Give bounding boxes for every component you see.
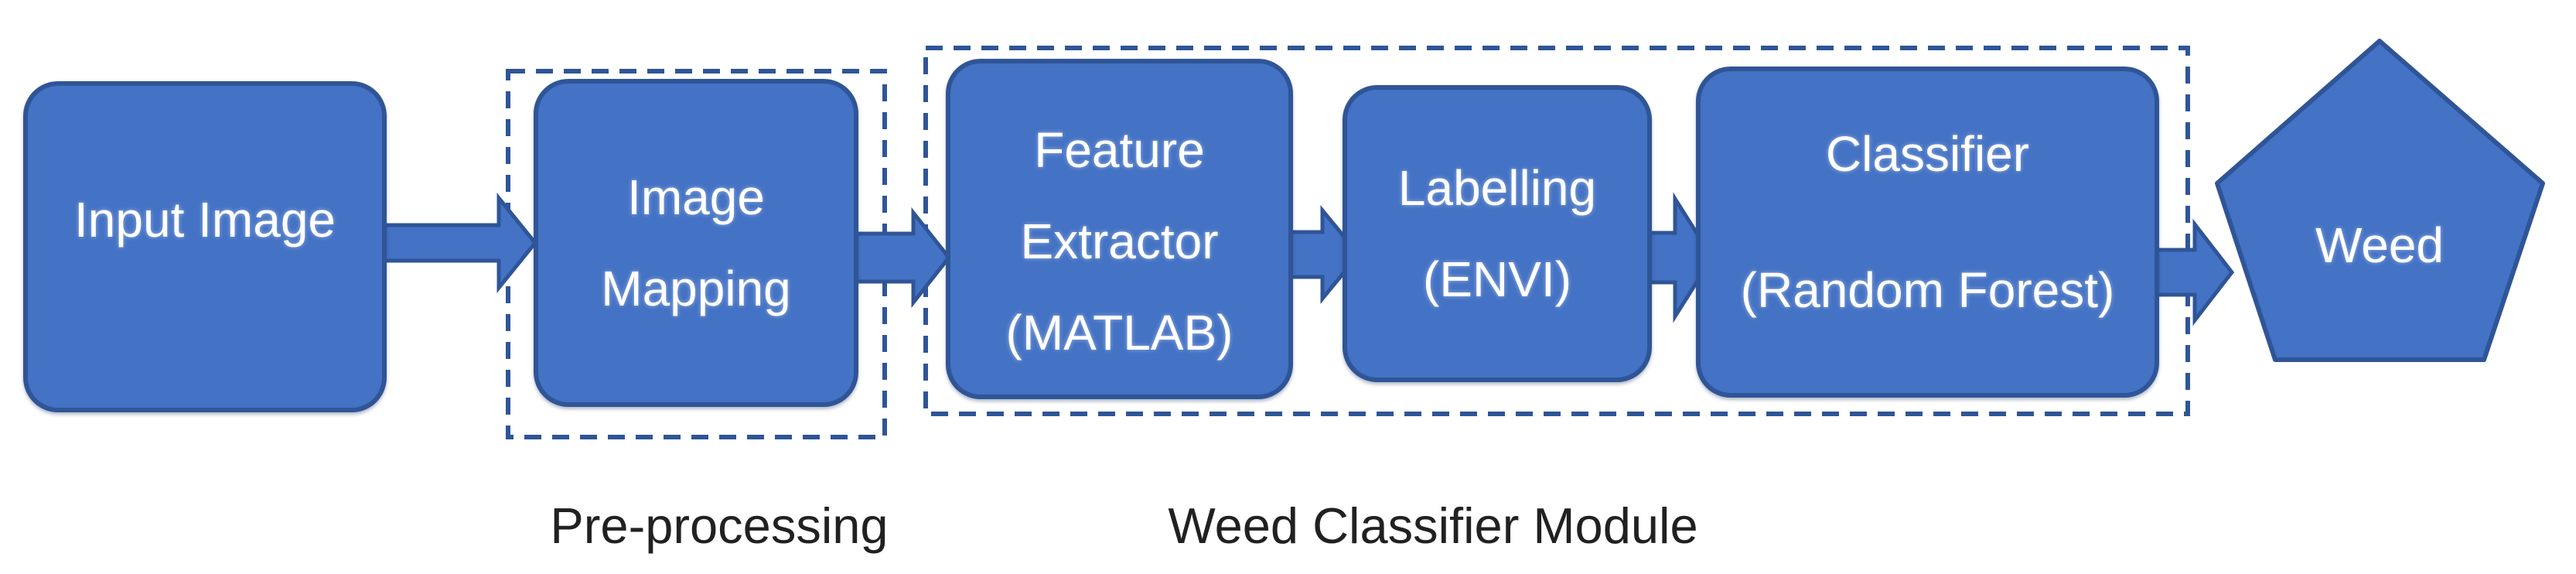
node-label: (MATLAB): [1005, 305, 1233, 360]
weed-pentagon-shape: [2215, 39, 2545, 362]
node-text: Feature Extractor (MATLAB): [1006, 80, 1233, 378]
node-label: Labelling: [1397, 160, 1597, 216]
arrow-mapping-to-extractor: [853, 207, 952, 309]
node-input-image: Input Image: [23, 81, 387, 412]
node-label: Input Image: [74, 192, 336, 248]
node-classifier: Classifier (Random Forest): [1696, 67, 2159, 398]
arrow-extractor-to-labelling: [1288, 205, 1362, 304]
node-label: Mapping: [601, 261, 791, 316]
node-label: (Random Forest): [1740, 262, 2115, 318]
arrow-labelling-to-classifier: [1646, 192, 1714, 323]
arrow-input-to-mapping: [381, 192, 538, 294]
node-text: Image Mapping: [601, 152, 791, 334]
node-label: Image: [627, 169, 765, 225]
node-weed: Weed: [2264, 207, 2496, 284]
node-label: (ENVI): [1423, 251, 1571, 307]
node-label: Feature: [1034, 122, 1205, 178]
node-feature-extractor: Feature Extractor (MATLAB): [946, 59, 1293, 399]
node-label: Classifier: [1825, 126, 2030, 182]
node-text: Classifier (Random Forest): [1741, 108, 2115, 356]
group-label-weed-classifier-module: Weed Classifier Module: [1168, 497, 1698, 554]
node-text: Labelling (ENVI): [1398, 142, 1596, 325]
node-labelling: Labelling (ENVI): [1343, 85, 1652, 382]
node-label: Weed: [2315, 217, 2445, 273]
node-label: Extractor: [1020, 214, 1219, 269]
group-label-preprocessing: Pre-processing: [550, 497, 889, 554]
node-image-mapping: Image Mapping: [534, 79, 858, 407]
node-text: Input Image: [74, 174, 336, 319]
arrow-classifier-to-weed: [2154, 218, 2235, 326]
